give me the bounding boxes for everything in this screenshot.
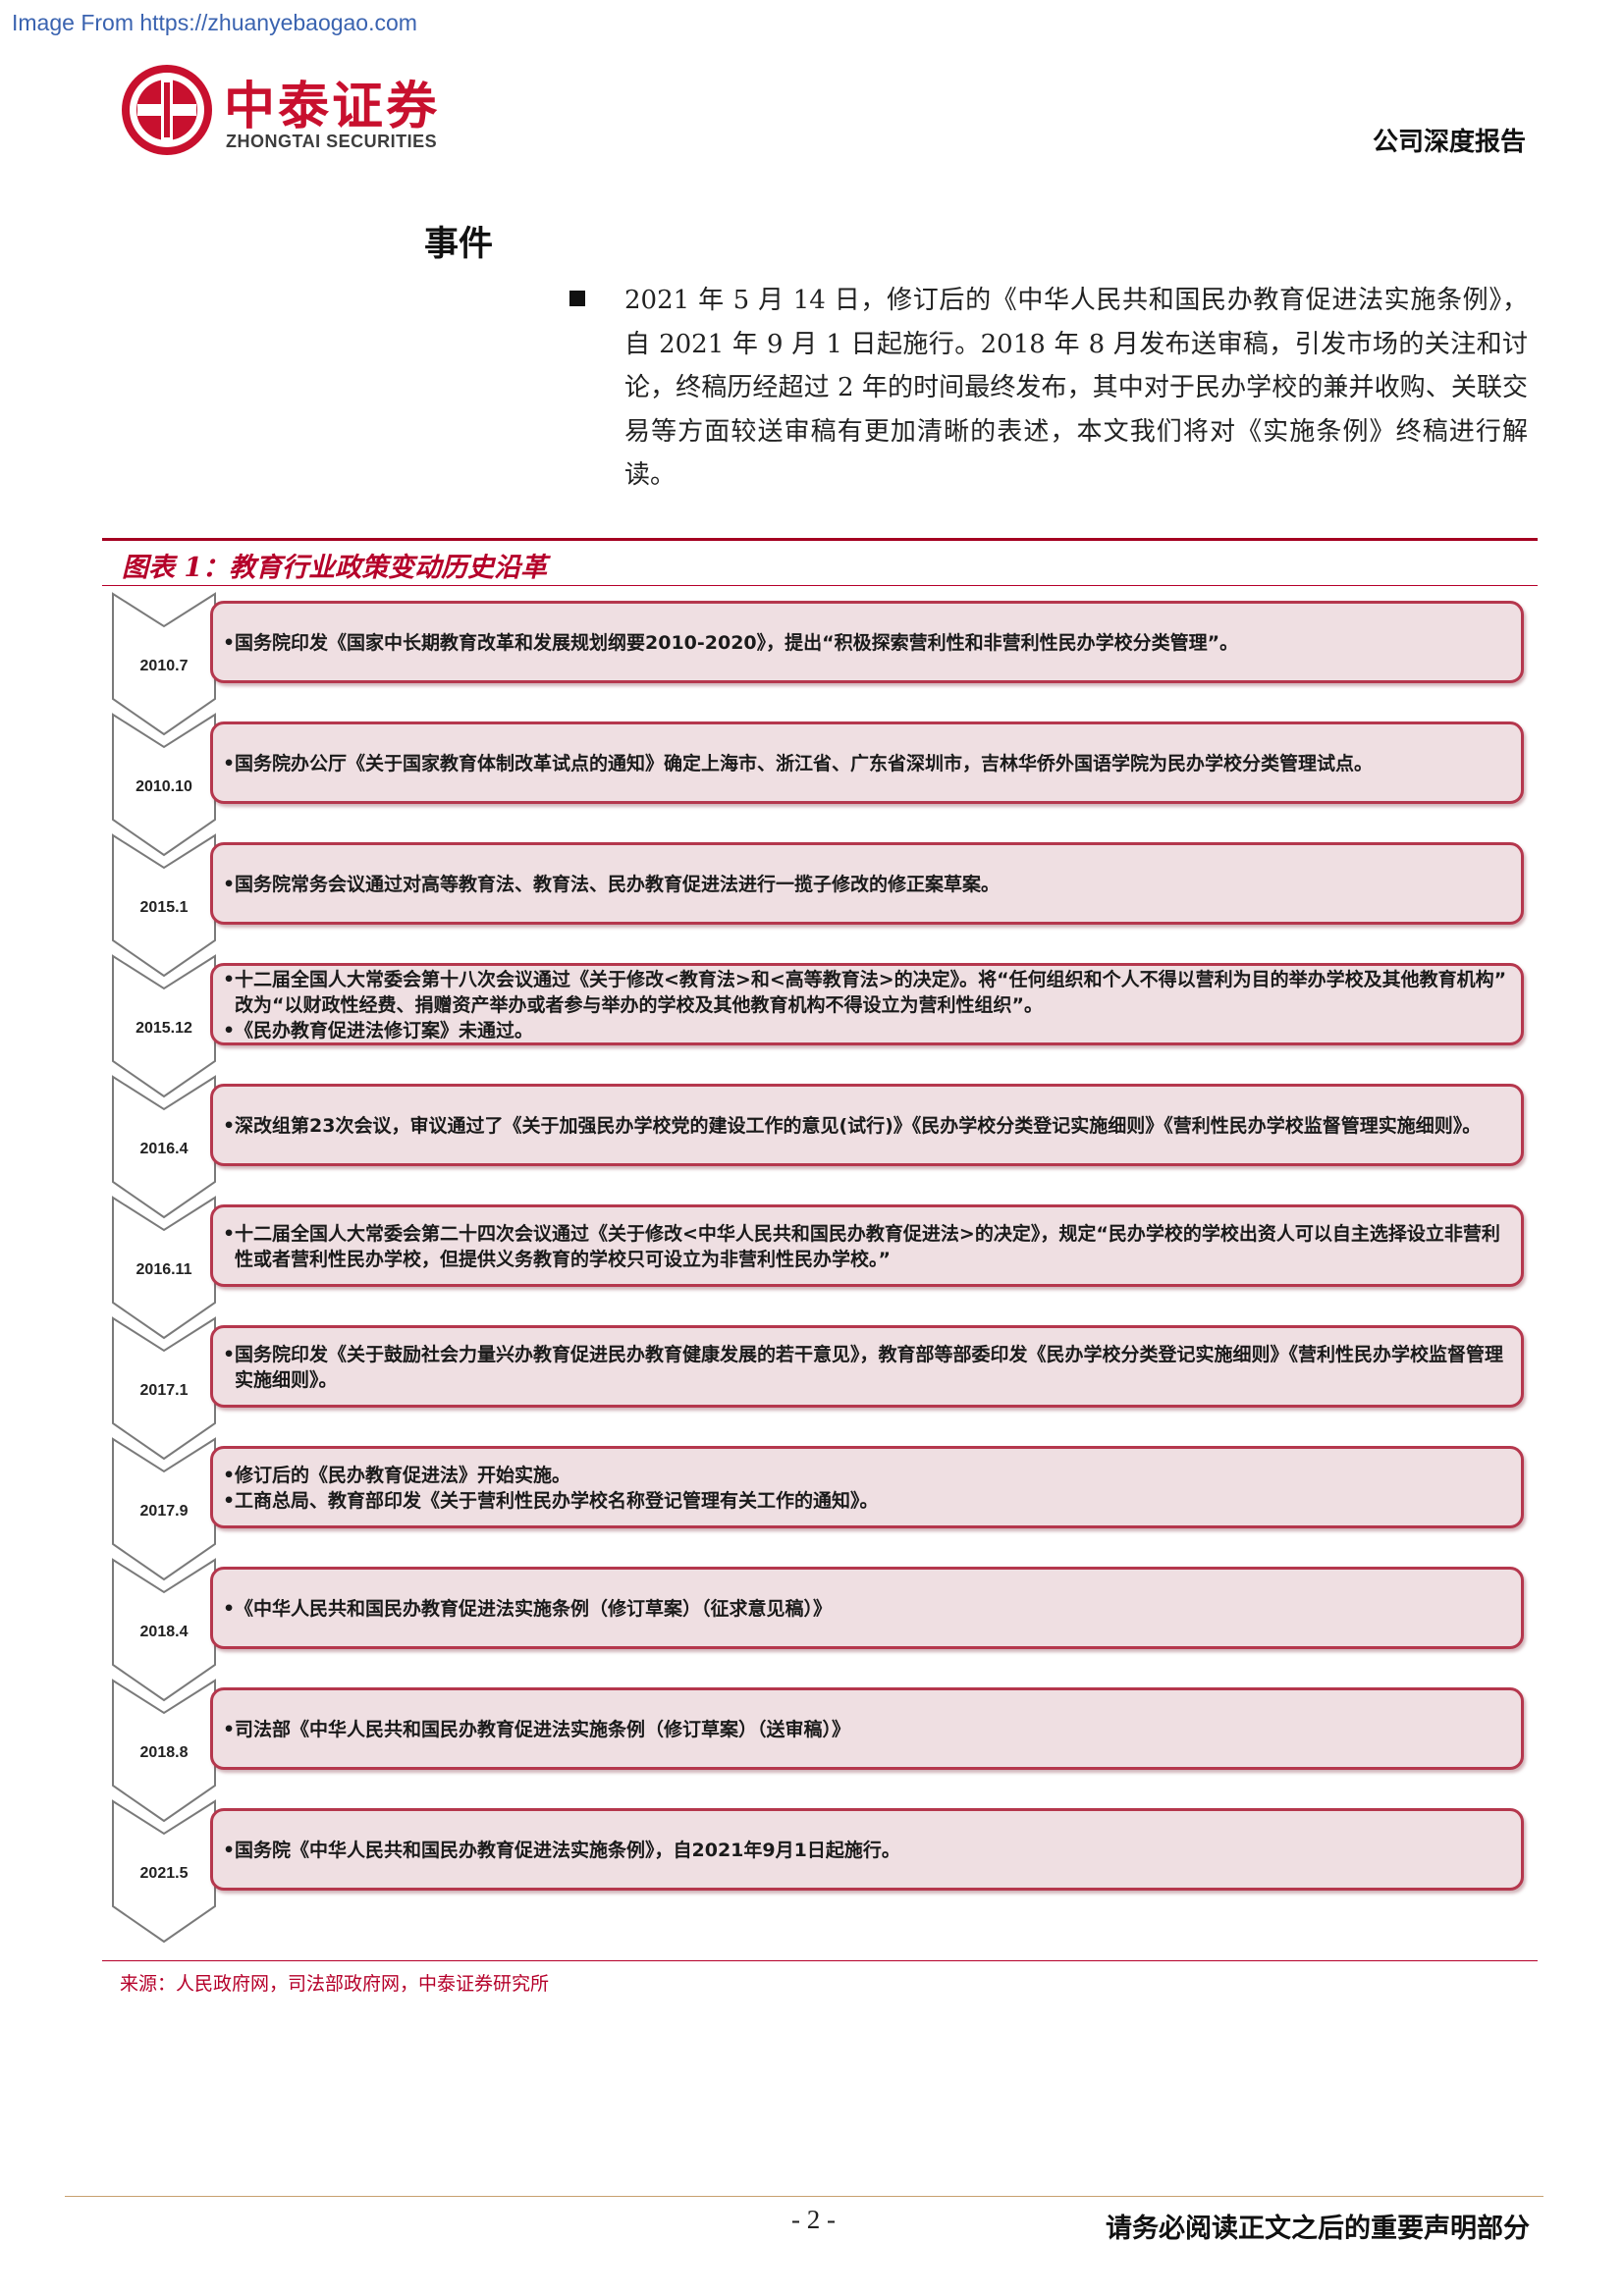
timeline-date: 2018.4 (139, 1624, 189, 1640)
event-section-title: 事件 (424, 225, 494, 264)
logo-chinese-name: 中泰证券 (224, 78, 441, 136)
source-rule (102, 1960, 1538, 1961)
page-number: - 2 - (791, 2205, 836, 2234)
timeline-chevron (112, 1196, 216, 1340)
source-watermark: Image From https://zhuanyebaogao.com (12, 10, 417, 35)
timeline-chevron (112, 1558, 216, 1702)
timeline-chevron (112, 833, 216, 978)
timeline-date: 2016.11 (135, 1261, 192, 1278)
timeline-date: 2015.12 (135, 1020, 192, 1037)
timeline-event-text: 十二届全国人大常委会第十八次会议通过《关于修改<教育法>和<高等教育法>的决定》… (223, 967, 1509, 1018)
timeline-event-text: 《中华人民共和国民办教育促进法实施条例（修订草案）（征求意见稿）》 (223, 1596, 1509, 1622)
timeline-event-text: 国务院办公厅《关于国家教育体制改革试点的通知》确定上海市、浙江省、广东省深圳市，… (223, 751, 1509, 776)
timeline-event-card: 国务院印发《关于鼓励社会力量兴办教育促进民办教育健康发展的若干意见》，教育部等部… (210, 1325, 1524, 1408)
timeline-event-text: 国务院印发《关于鼓励社会力量兴办教育促进民办教育健康发展的若干意见》，教育部等部… (223, 1342, 1509, 1393)
timeline-event-card: 国务院办公厅《关于国家教育体制改革试点的通知》确定上海市、浙江省、广东省深圳市，… (210, 721, 1524, 804)
timeline-event-card: 国务院印发《国家中长期教育改革和发展规划纲要2010-2020》，提出“积极探索… (210, 601, 1524, 683)
event-paragraph: 2021 年 5 月 14 日，修订后的《中华人民共和国民办教育促进法实施条例》… (624, 286, 1528, 490)
timeline-event-text: 国务院印发《国家中长期教育改革和发展规划纲要2010-2020》，提出“积极探索… (223, 630, 1509, 656)
timeline-event-text: 工商总局、教育部印发《关于营利性民办学校名称登记管理有关工作的通知》。 (223, 1488, 1509, 1514)
timeline-event-text: 国务院《中华人民共和国民办教育促进法实施条例》，自2021年9月1日起施行。 (223, 1838, 1509, 1863)
timeline-event-text: 深改组第23次会议，审议通过了《关于加强民办学校党的建设工作的意见(试行)》《民… (223, 1113, 1509, 1139)
timeline-date: 2017.9 (139, 1503, 189, 1520)
disclaimer-note: 请务必阅读正文之后的重要声明部分 (1106, 2214, 1530, 2244)
timeline-chevron (112, 592, 216, 736)
zhongtai-logo: 中泰证券 ZHONGTAI SECURITIES (118, 61, 491, 169)
timeline-chevron (112, 954, 216, 1098)
logo-english-name: ZHONGTAI SECURITIES (226, 132, 438, 151)
timeline-chevron (112, 1437, 216, 1581)
timeline-date: 2015.1 (139, 899, 189, 916)
timeline-chevron (112, 1075, 216, 1219)
timeline-chevron (112, 1316, 216, 1461)
timeline-event-card: 《中华人民共和国民办教育促进法实施条例（修订草案）（征求意见稿）》 (210, 1567, 1524, 1649)
figure-top-rule (102, 538, 1538, 541)
timeline-event-text: 国务院常务会议通过对高等教育法、教育法、民办教育促进法进行一揽子修改的修正案草案… (223, 872, 1509, 897)
timeline-date: 2017.1 (139, 1382, 189, 1399)
timeline-date: 2010.7 (139, 658, 189, 674)
timeline-event-text: 修订后的《民办教育促进法》开始实施。 (223, 1463, 1509, 1488)
timeline-event-text: 司法部《中华人民共和国民办教育促进法实施条例（修订草案）（送审稿）》 (223, 1717, 1509, 1742)
timeline-event-card: 十二届全国人大常委会第十八次会议通过《关于修改<教育法>和<高等教育法>的决定》… (210, 963, 1524, 1045)
timeline-event-card: 十二届全国人大常委会第二十四次会议通过《关于修改<中华人民共和国民办教育促进法>… (210, 1204, 1524, 1287)
timeline-event-card: 修订后的《民办教育促进法》开始实施。工商总局、教育部印发《关于营利性民办学校名称… (210, 1446, 1524, 1528)
timeline-date: 2016.4 (139, 1141, 189, 1157)
timeline-event-card: 国务院《中华人民共和国民办教育促进法实施条例》，自2021年9月1日起施行。 (210, 1808, 1524, 1891)
report-type-label: 公司深度报告 (1372, 128, 1526, 157)
timeline-date: 2021.5 (139, 1865, 189, 1882)
timeline-chevron (112, 1799, 216, 1944)
timeline-chevron (112, 713, 216, 857)
figure-source: 来源：人民政府网，司法部政府网，中泰证券研究所 (120, 1973, 550, 1995)
timeline-event-text: 十二届全国人大常委会第二十四次会议通过《关于修改<中华人民共和国民办教育促进法>… (223, 1221, 1509, 1272)
timeline-date: 2010.10 (135, 778, 192, 795)
timeline-date: 2018.8 (139, 1744, 189, 1761)
timeline-chevron (112, 1679, 216, 1823)
timeline-event-card: 国务院常务会议通过对高等教育法、教育法、民办教育促进法进行一揽子修改的修正案草案… (210, 842, 1524, 925)
footer-rule (65, 2196, 1543, 2197)
zhongtai-emblem-icon (122, 65, 212, 155)
timeline-event-card: 司法部《中华人民共和国民办教育促进法实施条例（修订草案）（送审稿）》 (210, 1687, 1524, 1770)
timeline-event-card: 深改组第23次会议，审议通过了《关于加强民办学校党的建设工作的意见(试行)》《民… (210, 1084, 1524, 1166)
figure-title-rule (102, 585, 1538, 586)
timeline-event-text: 《民办教育促进法修订案》未通过。 (223, 1018, 1509, 1043)
figure-title: 图表 1：教育行业政策变动历史沿革 (122, 553, 548, 583)
square-bullet-icon (569, 291, 585, 306)
